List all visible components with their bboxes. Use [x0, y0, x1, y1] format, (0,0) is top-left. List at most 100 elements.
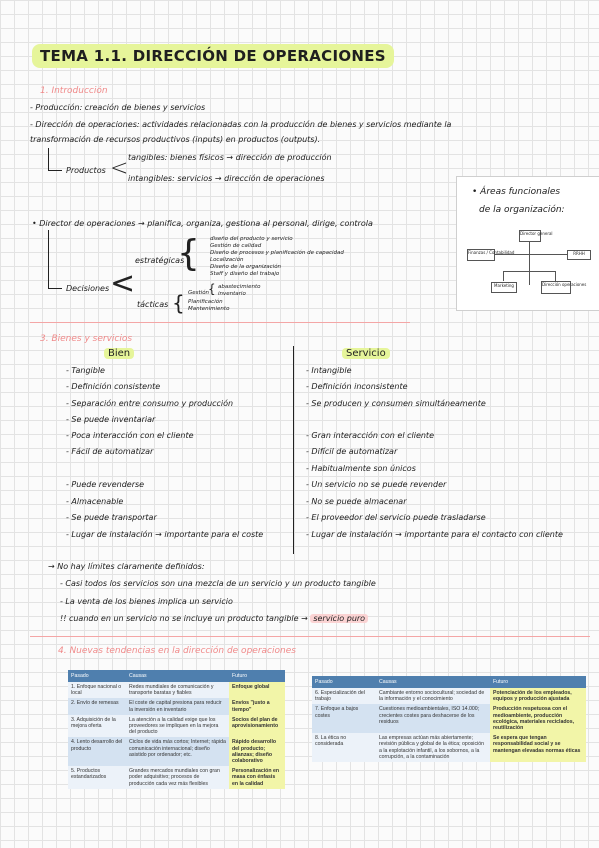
tact-item: inventario: [218, 291, 246, 297]
org-lower-left: [503, 271, 504, 281]
table-header: Pasado: [68, 670, 126, 682]
cell: Envíos "justo a tiempo": [229, 698, 285, 715]
decisiones-brace: <: [110, 266, 136, 301]
trends-table-2: Pasado Causas Futuro 6. Especialización …: [312, 676, 586, 763]
servicio-item: - Habitualmente son únicos: [306, 464, 416, 473]
servicio-item: - Se producen y consumen simultáneamente: [306, 399, 486, 408]
productos-connector-h: [48, 170, 62, 171]
tacticas-brace: {: [172, 291, 185, 315]
servicio-item: - No se puede almacenar: [306, 497, 407, 506]
divider-1: [30, 322, 410, 323]
cell: Cuestiones medioambientales, ISO 14.000;…: [376, 704, 490, 734]
table-row: 3. Adquisición de la mejora oferta La at…: [68, 714, 285, 738]
table-row: 6. Especialización del trabajo Cambiante…: [312, 688, 586, 705]
bien-item: - Separación entre consumo y producción: [66, 399, 234, 408]
servicio-item: - Difícil de automatizar: [306, 447, 398, 456]
direccion-line-1: - Dirección de operaciones: actividades …: [30, 120, 452, 129]
estrategicas-label: estratégicas: [135, 256, 185, 265]
bien-heading: Bien: [104, 348, 135, 359]
page-title: TEMA 1.1. DIRECCIÓN DE OPERACIONES: [32, 44, 394, 68]
divider-2: [30, 636, 590, 637]
org-box-operaciones: Dirección operaciones: [541, 281, 586, 294]
org-horizontal-line: [493, 254, 567, 255]
bien-item: - Tangible: [66, 366, 105, 375]
servicio-item: - Definición inconsistente: [306, 382, 408, 391]
cell: El coste de capital presiona para reduci…: [126, 698, 229, 715]
servicio-item: - Gran interacción con el cliente: [306, 431, 434, 440]
table-header: Futuro: [229, 670, 285, 682]
table-header: Pasado: [312, 676, 376, 688]
direccion-line-2: transformación de recursos productivos (…: [30, 135, 321, 144]
cell: Ciclos de vida más cortos; Internet; ráp…: [126, 737, 229, 767]
director-line: • Director de operaciones → planifica, o…: [32, 219, 373, 228]
cell: Cambiante entorno sociocultural; socieda…: [376, 688, 490, 705]
cell: La atención a la calidad exige que los p…: [126, 714, 229, 738]
table-row: 8. La ética no considerada Las empresas …: [312, 733, 586, 763]
note-3: !! cuando en un servicio no se incluye u…: [60, 614, 369, 623]
org-box-finanzas: Finanzas / Contabilidad: [467, 249, 514, 261]
org-title-line-2: de la organización:: [479, 205, 565, 215]
estr-item: diseño del producto y servicio: [210, 236, 293, 242]
cell: 2. Envío de remesas: [68, 698, 126, 715]
cell: Grandes mercados mundiales con gran pode…: [126, 766, 229, 789]
intangibles-line: intangibles: servicios → dirección de op…: [128, 174, 325, 183]
estr-item: Localización: [210, 257, 244, 263]
org-lower-line: [503, 271, 555, 272]
org-box-director: Director general: [519, 230, 553, 242]
cell: Socios del plan de aprovisionamiento: [229, 714, 285, 738]
servicio-puro-highlight: servicio puro: [310, 614, 369, 623]
cell: Las empresas actúan más abiertamente; re…: [376, 733, 490, 763]
trends-table-1: Pasado Causas Futuro 1. Enfoque nacional…: [68, 670, 285, 789]
section-3-heading: 3. Bienes y servicios: [40, 334, 133, 344]
cell: 3. Adquisición de la mejora oferta: [68, 714, 126, 738]
tangibles-line: tangibles: bienes físicos → dirección de…: [128, 153, 332, 162]
estr-item: Diseño de procesos y planificación de ca…: [210, 250, 344, 256]
productos-label: Productos: [66, 166, 106, 175]
cell: Redes mundiales de comunicación y transp…: [126, 682, 229, 699]
org-title-line-1: • Áreas funcionales: [472, 187, 561, 197]
cell: Personalización en masa con énfasis en l…: [229, 766, 285, 789]
cell: Producción respetuosa con el medioambien…: [490, 704, 586, 734]
table-row: 4. Lento desarrollo del producto Ciclos …: [68, 737, 285, 767]
section-4-heading: 4. Nuevas tendencias en la dirección de …: [58, 646, 296, 656]
tact-item: Planificación: [188, 299, 223, 305]
produccion-line: - Producción: creación de bienes y servi…: [30, 103, 206, 112]
cell: 4. Lento desarrollo del producto: [68, 737, 126, 767]
note-2: - La venta de los bienes implica un serv…: [60, 597, 233, 606]
cell: 7. Enfoque a bajos costes: [312, 704, 376, 734]
cell: 5. Productos estandarizados: [68, 766, 126, 789]
org-lower-right: [555, 271, 556, 281]
bien-item: - Se puede inventariar: [66, 415, 156, 424]
tact-item: abastecimiento: [218, 284, 261, 290]
bien-item: - Poca interacción con el cliente: [66, 431, 194, 440]
estr-item: Gestión de calidad: [210, 243, 262, 249]
tact-item: Mantenimiento: [188, 306, 230, 312]
estrategicas-brace: {: [177, 233, 200, 274]
cell: Se espera que tengan responsabilidad soc…: [490, 733, 586, 763]
cell: 1. Enfoque nacional o local: [68, 682, 126, 699]
table-header: Causas: [376, 676, 490, 688]
cell: 8. La ética no considerada: [312, 733, 376, 763]
cell: 6. Especialización del trabajo: [312, 688, 376, 705]
tacticas-label: tácticas: [137, 300, 169, 309]
bien-item: - Definición consistente: [66, 382, 161, 391]
bien-item: - Se puede transportar: [66, 513, 157, 522]
gestion-brace: {: [208, 282, 216, 296]
productos-connector: [48, 148, 49, 170]
bien-item: - Puede revenderse: [66, 480, 145, 489]
table-row: 7. Enfoque a bajos costes Cuestiones med…: [312, 704, 586, 734]
table-row: 5. Productos estandarizados Grandes merc…: [68, 766, 285, 789]
servicio-item: - Intangible: [306, 366, 352, 375]
cell: Potenciación de los empleados, equipos y…: [490, 688, 586, 705]
tact-item-gestion: Gestión: [188, 290, 210, 296]
note-1: - Casi todos los servicios son una mezcl…: [60, 579, 376, 588]
table-header: Futuro: [490, 676, 586, 688]
column-divider: [293, 346, 294, 554]
decisiones-label: Decisiones: [66, 284, 110, 293]
bien-item: - Fácil de automatizar: [66, 447, 154, 456]
productos-brace: <: [110, 156, 129, 181]
estr-item: Diseño de la organización: [210, 264, 282, 270]
decisiones-connector: [48, 230, 49, 288]
table-header: Causas: [126, 670, 229, 682]
servicio-item: - El proveedor del servicio puede trasla…: [306, 513, 486, 522]
